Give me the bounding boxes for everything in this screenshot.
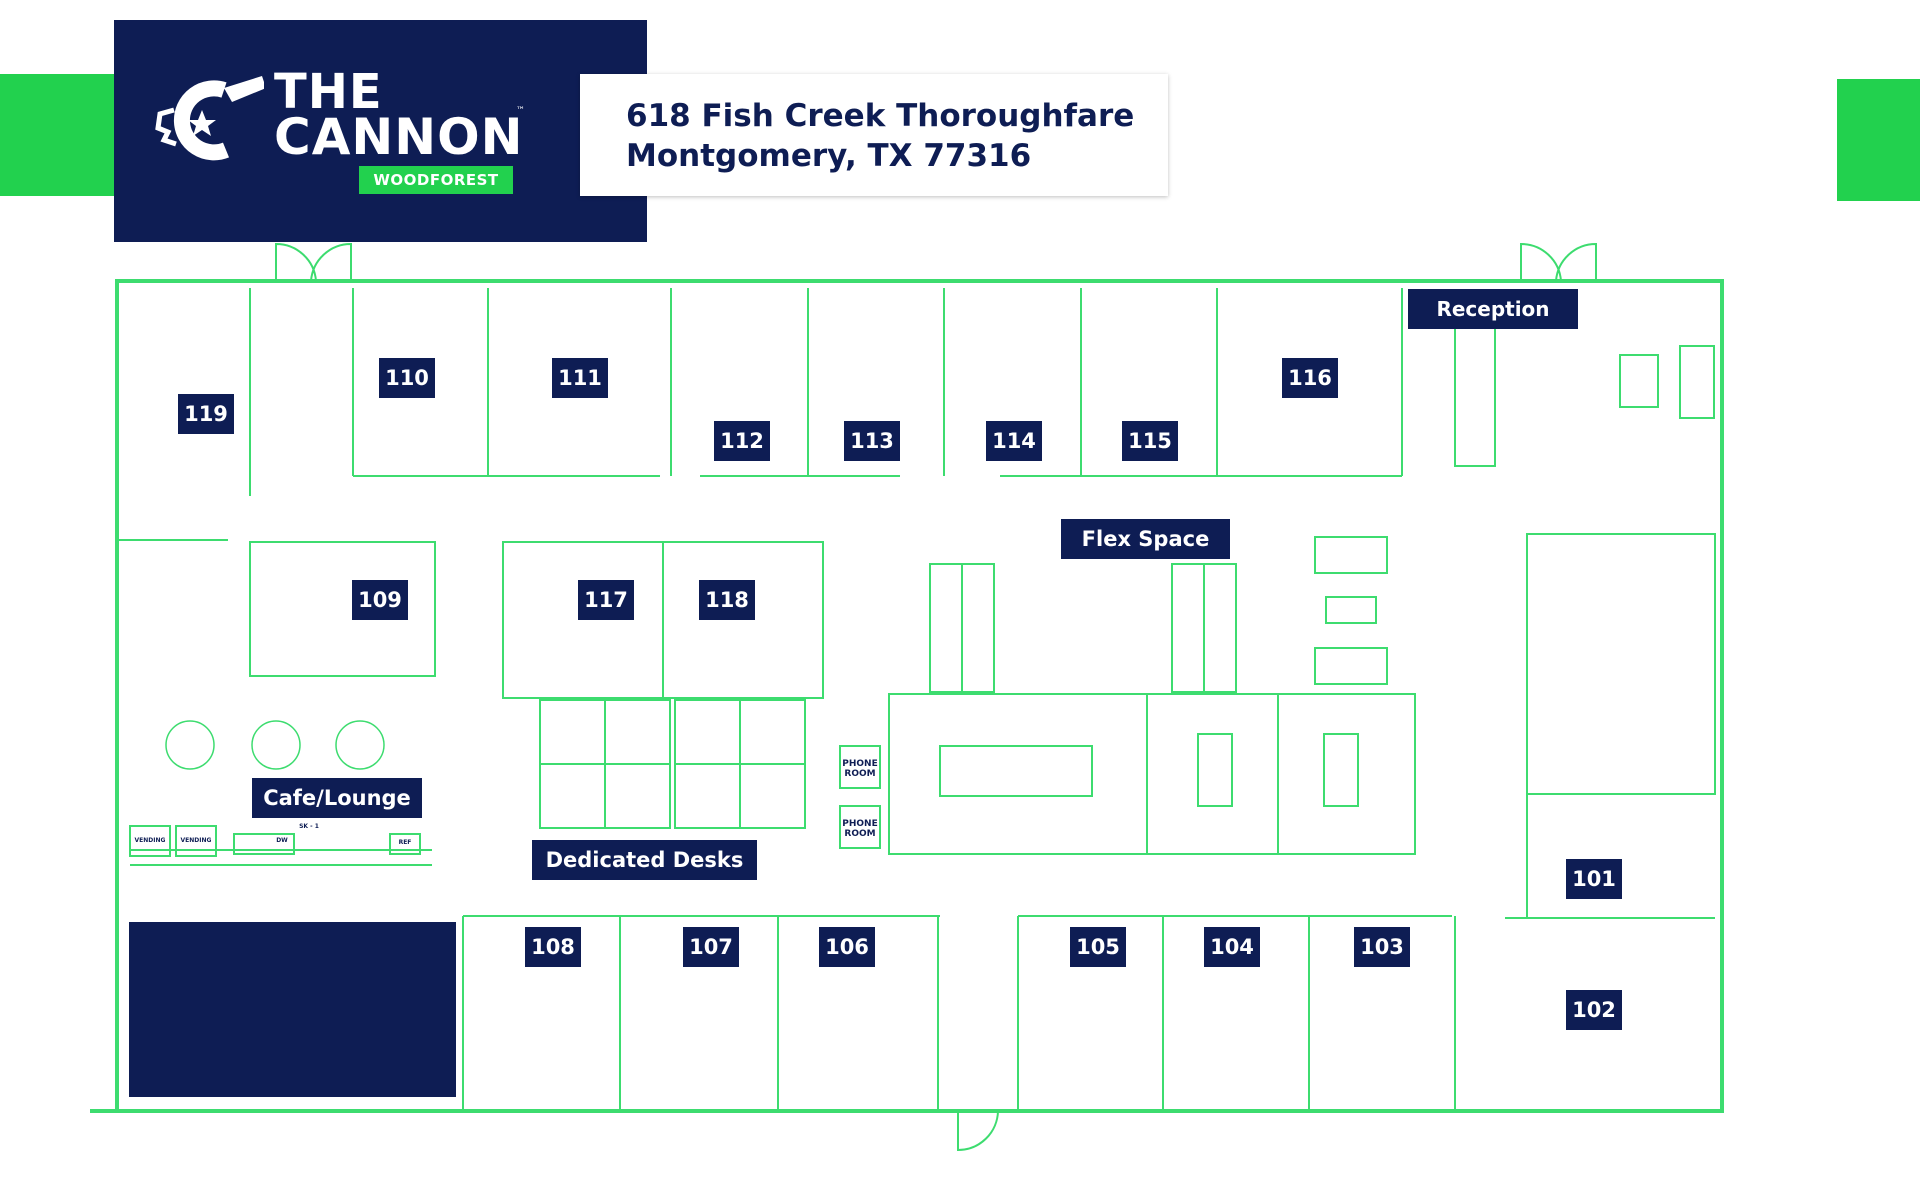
room-label-103: 103 — [1354, 927, 1410, 967]
room-label-114: 114 — [986, 421, 1042, 461]
room-label-108: 108 — [525, 927, 581, 967]
logo-text-cannon: CANNON — [274, 108, 524, 166]
room-label-102: 102 — [1566, 990, 1622, 1030]
green-accent-bar-left — [0, 74, 130, 196]
room-label-116: 116 — [1282, 358, 1338, 398]
address-city: Montgomery, TX 77316 — [626, 138, 1032, 174]
location-tag: WOODFOREST — [359, 166, 513, 194]
phone-room-label-1: PHONE ROOM — [842, 759, 878, 779]
dishwasher-label: DW — [276, 837, 288, 844]
vending-label-1: VENDING — [134, 837, 166, 844]
address-card: 618 Fish Creek Thoroughfare Montgomery, … — [580, 74, 1168, 196]
room-label-111: 111 — [552, 358, 608, 398]
address-street: 618 Fish Creek Thoroughfare — [626, 98, 1135, 134]
room-label-113: 113 — [844, 421, 900, 461]
phone-room-label-2: PHONE ROOM — [842, 819, 878, 839]
dedicated-desks-label: Dedicated Desks — [532, 840, 757, 880]
room-label-117: 117 — [578, 580, 634, 620]
brand-logo-block: THE CANNON ™ WOODFOREST — [114, 20, 647, 242]
room-label-110: 110 — [379, 358, 435, 398]
room-label-118: 118 — [699, 580, 755, 620]
room-label-104: 104 — [1204, 927, 1260, 967]
cafe-lounge-label: Cafe/Lounge — [252, 778, 422, 818]
room-label-115: 115 — [1122, 421, 1178, 461]
reception-label: Reception — [1408, 289, 1578, 329]
room-label-107: 107 — [683, 927, 739, 967]
room-label-119: 119 — [178, 394, 234, 434]
refrigerator-label: REF — [398, 839, 412, 846]
room-label-109: 109 — [352, 580, 408, 620]
room-label-101: 101 — [1566, 859, 1622, 899]
sink-label: SK - 1 — [299, 823, 319, 830]
logo-text-the: THE — [274, 64, 383, 120]
flex-space-label: Flex Space — [1061, 519, 1230, 559]
green-accent-bar-right — [1837, 79, 1920, 201]
room-label-106: 106 — [819, 927, 875, 967]
vending-label-2: VENDING — [180, 837, 212, 844]
room-label-105: 105 — [1070, 927, 1126, 967]
room-label-112: 112 — [714, 421, 770, 461]
trademark-symbol: ™ — [516, 106, 525, 116]
cannon-logo-icon — [155, 76, 264, 161]
